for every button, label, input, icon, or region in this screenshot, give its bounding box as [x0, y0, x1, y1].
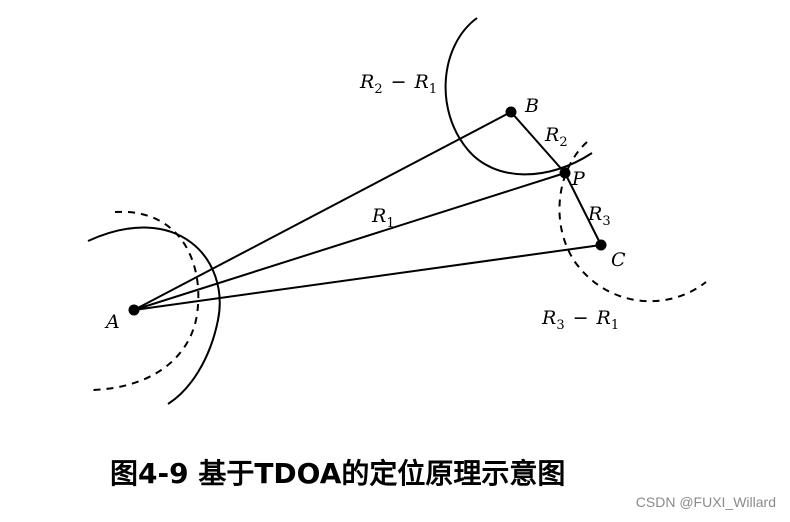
circle-b-solid-arc	[444, 17, 593, 176]
line-a-c	[133, 244, 602, 311]
line-b-p	[510, 111, 566, 174]
circle-c-dashed-arc	[558, 141, 707, 303]
label-point-a: A	[104, 311, 120, 333]
label-r3-minus-r1: R3−R1	[541, 307, 619, 333]
line-a-p	[133, 172, 566, 311]
point-b-dot	[505, 106, 517, 118]
point-p-dot	[559, 167, 571, 179]
circle-a-dashed-arc	[91, 210, 200, 391]
label-point-p: P	[571, 168, 586, 190]
label-r2-minus-r1: R2−R1	[359, 71, 437, 97]
label-r1: R1	[371, 205, 395, 231]
line-a-b	[133, 111, 512, 311]
figure-caption: 图4-9 基于TDOA的定位原理示意图	[110, 457, 566, 490]
label-point-c: C	[611, 249, 626, 271]
point-c-dot	[595, 239, 607, 251]
point-a-dot	[128, 304, 140, 316]
label-r2: R2	[544, 124, 568, 150]
label-point-b: B	[524, 95, 539, 117]
csdn-watermark: CSDN @FUXI_Willard	[635, 494, 776, 510]
line-p-c	[564, 172, 602, 246]
circle-a-solid-arc	[87, 226, 221, 405]
label-r3: R3	[587, 203, 611, 229]
